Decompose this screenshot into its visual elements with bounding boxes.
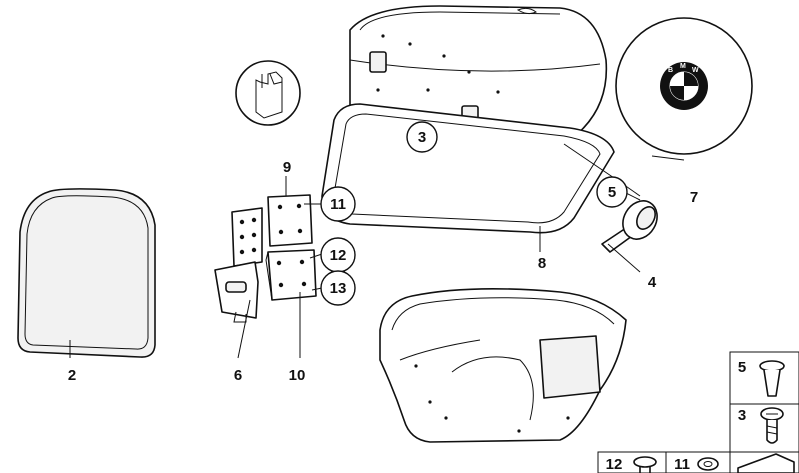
backrest-pad bbox=[17, 188, 156, 358]
screw-3-icon bbox=[760, 407, 784, 444]
mount-plate bbox=[267, 194, 313, 247]
callout-12: 12 bbox=[320, 237, 356, 273]
logo-letter-b: B bbox=[668, 67, 673, 74]
callout-5: 5 bbox=[596, 176, 628, 208]
logo-letter-m: M bbox=[680, 63, 686, 70]
callout-13: 13 bbox=[320, 270, 356, 306]
wedge-icon bbox=[737, 453, 795, 473]
rivet-5-icon bbox=[759, 360, 785, 397]
screw-12-icon bbox=[633, 456, 657, 473]
topcase-bottom bbox=[379, 288, 627, 443]
svg-text:11: 11 bbox=[330, 196, 346, 213]
svg-text:3: 3 bbox=[418, 129, 426, 146]
callout-6: 6 bbox=[234, 367, 242, 384]
lock-cylinder bbox=[601, 200, 658, 253]
legend-item-12: 12 bbox=[606, 456, 623, 473]
callout-7: 7 bbox=[690, 189, 698, 206]
svg-text:5: 5 bbox=[608, 184, 616, 201]
callout-3: 3 bbox=[406, 121, 438, 153]
legend-item-11: 11 bbox=[674, 456, 690, 473]
svg-text:12: 12 bbox=[330, 247, 347, 264]
seal-detail-inset bbox=[235, 60, 301, 126]
callout-9: 9 bbox=[283, 159, 291, 176]
parts-legend: 5 3 12 11 bbox=[597, 351, 799, 473]
legend-item-5: 5 bbox=[738, 359, 746, 376]
nut-11-icon bbox=[697, 457, 719, 471]
hinge-bracket bbox=[214, 207, 263, 323]
callout-11: 11 bbox=[320, 186, 356, 222]
reinforcement-plate bbox=[265, 249, 317, 301]
svg-text:13: 13 bbox=[330, 280, 347, 297]
logo-letter-w: W bbox=[692, 67, 699, 74]
callout-2: 2 bbox=[68, 367, 76, 384]
legend-item-3: 3 bbox=[738, 407, 746, 424]
emblem-inset: B M W bbox=[615, 17, 753, 155]
callout-8: 8 bbox=[538, 255, 546, 272]
callout-4: 4 bbox=[648, 274, 657, 291]
callout-10: 10 bbox=[289, 367, 306, 384]
